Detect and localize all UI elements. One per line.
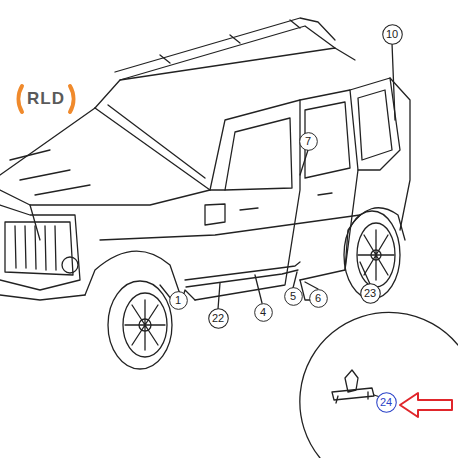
- callout-circle: 23: [360, 283, 381, 304]
- callout-number: 24: [380, 397, 392, 408]
- callout-number: 1: [175, 295, 181, 306]
- callout-circle: 1: [169, 291, 188, 310]
- callout-circle: 5: [284, 287, 303, 306]
- callout-number: 6: [315, 293, 321, 304]
- callout-number: 7: [305, 136, 311, 147]
- callout-circle: 7: [299, 132, 318, 151]
- callout-number: 23: [364, 288, 376, 299]
- callout-circle: 4: [254, 303, 273, 322]
- callout-number: 22: [212, 313, 224, 324]
- callout-circle: 22: [208, 308, 229, 329]
- callout-number: 4: [260, 307, 266, 318]
- callout-number: 10: [386, 29, 398, 40]
- callout-circle: 24: [376, 392, 397, 413]
- callout-number: 5: [290, 291, 296, 302]
- logo-text: RLD: [27, 89, 65, 109]
- callout-circle: 10: [382, 24, 403, 45]
- callout-circle: 6: [309, 289, 328, 308]
